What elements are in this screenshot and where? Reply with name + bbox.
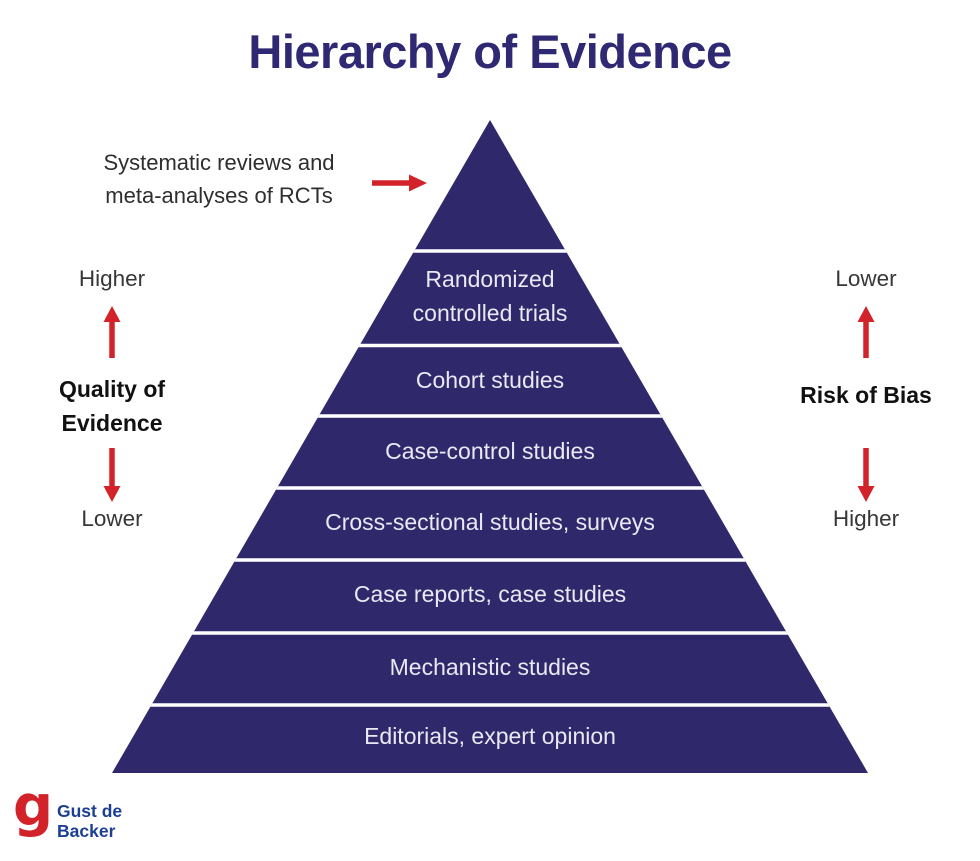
annotation-right-arrow-icon [372, 174, 427, 192]
pyramid-level-label-3: Cohort studies [415, 367, 565, 393]
apex-annotation: Systematic reviews and meta-analyses of … [68, 146, 370, 212]
pyramid-level-label-2: Randomized controlled trials [412, 266, 568, 326]
logo-wordmark-line-1: Gust de [57, 801, 123, 821]
risk-of-bias-label: Risk of Bias [800, 382, 932, 408]
logo-wordmark-line-2: Backer [57, 821, 116, 841]
page-title: Hierarchy of Evidence [248, 25, 732, 78]
pyramid-level-label-6: Case reports, case studies [353, 581, 627, 607]
pyramid-level-label-5: Cross-sectional studies, surveys [325, 509, 655, 535]
bias-up-arrow-icon [857, 306, 875, 358]
quality-lower-label: Lower [81, 506, 143, 531]
pyramid-level-label-4: Case-control studies [385, 438, 595, 464]
bias-lower-label: Lower [835, 266, 897, 291]
quality-higher-label: Higher [78, 266, 146, 291]
quality-down-arrow-icon [103, 448, 121, 502]
quality-up-arrow-icon [103, 306, 121, 358]
bias-down-arrow-icon [857, 448, 875, 502]
apex-annotation-line-2: meta-analyses of RCTs [105, 183, 333, 208]
arrows [103, 174, 875, 502]
bias-higher-label: Higher [832, 506, 900, 531]
pyramid-level-label-7: Mechanistic studies [389, 654, 591, 680]
pyramid-shape [112, 120, 868, 773]
quality-of-evidence-label: Quality of Evidence [58, 376, 166, 436]
logo-wordmark: Gust de Backer [57, 801, 177, 841]
logo-g-icon: g [13, 774, 54, 839]
apex-annotation-line-1: Systematic reviews and [103, 150, 335, 175]
pyramid-level-label-8: Editorials, expert opinion [364, 723, 616, 749]
